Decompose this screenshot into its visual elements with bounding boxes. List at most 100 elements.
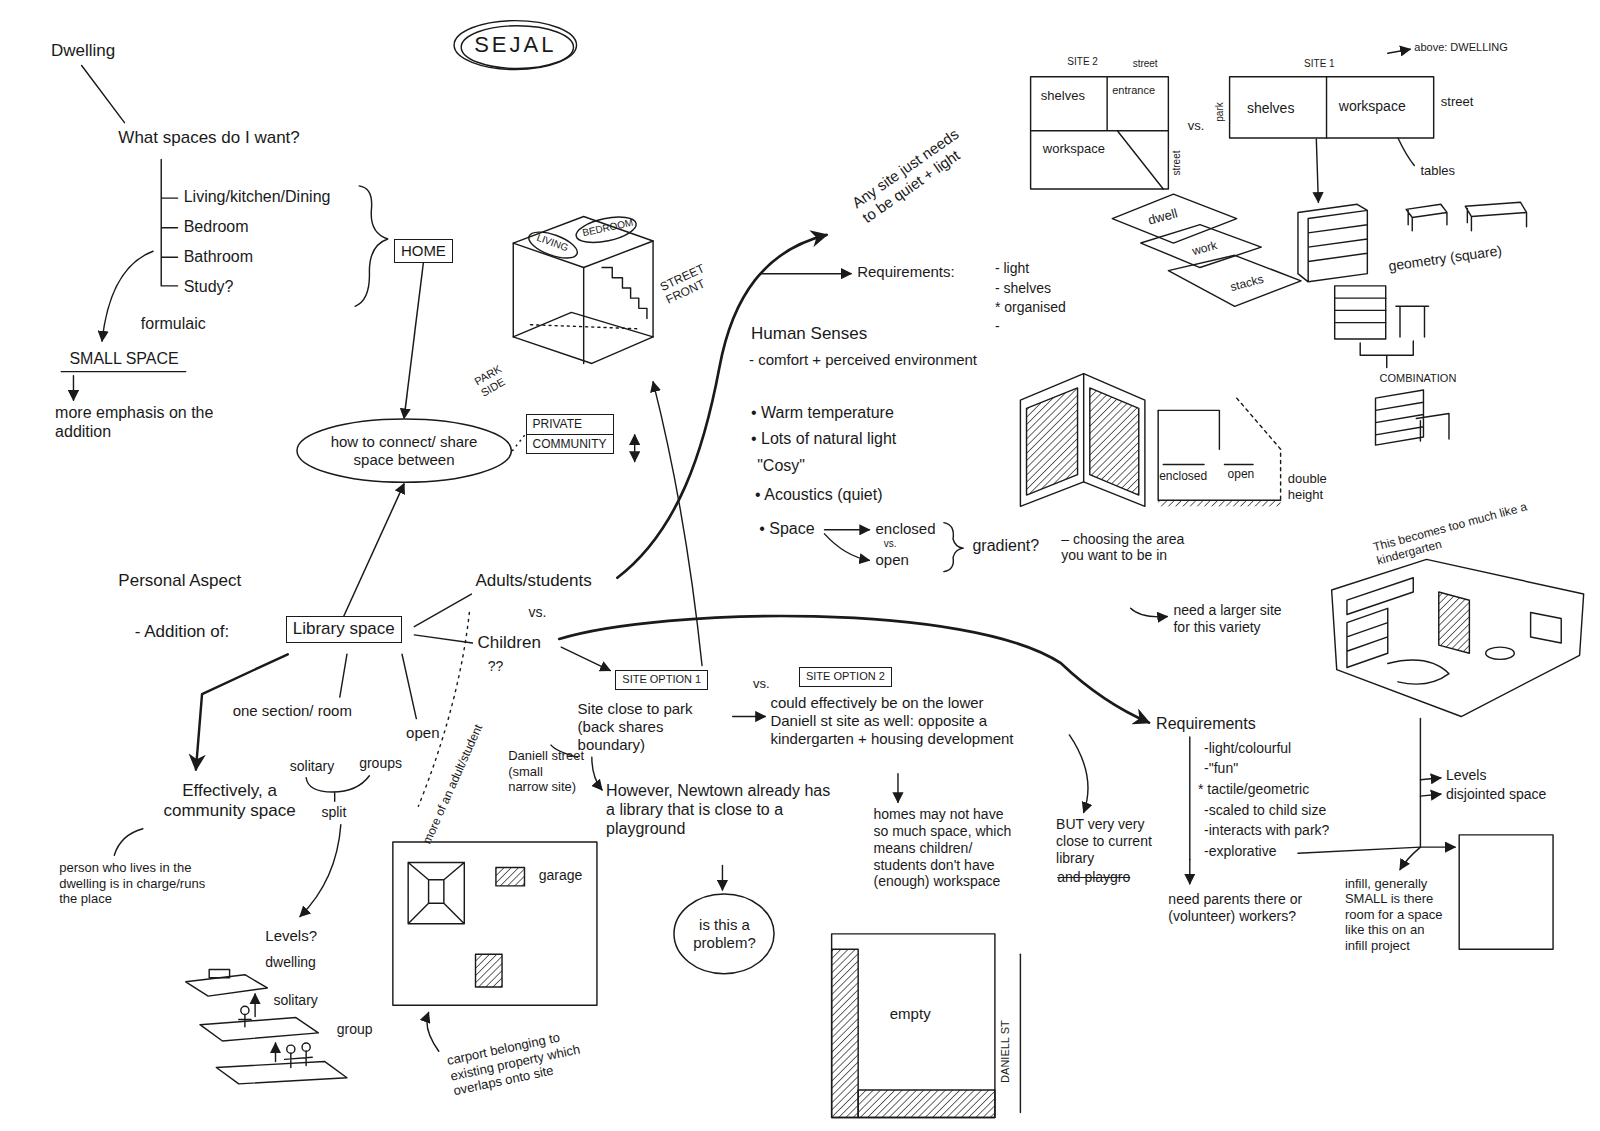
note-text: ?? — [488, 658, 504, 675]
window-sketch — [1027, 388, 1078, 495]
text-box: HOME — [394, 239, 453, 263]
note-text: Living/kitchen/Dining — [184, 187, 331, 206]
note-text: one section/ room — [233, 702, 352, 720]
note-text: gradient? — [972, 536, 1039, 555]
note-text: Bedroom — [184, 217, 249, 236]
note-text: open — [876, 551, 909, 569]
flow-arrows — [733, 716, 766, 717]
note-text: tables — [1420, 163, 1455, 179]
note-text: vs. — [1188, 118, 1205, 134]
note-text: • Space — [759, 519, 814, 538]
note-text: stacks — [1228, 271, 1265, 294]
note-text: Adults/students — [476, 571, 592, 591]
note-text: geometry (square) — [1387, 242, 1503, 275]
note-text: Daniell street (small narrow site) — [508, 748, 585, 795]
note-text: -"fun" — [1204, 760, 1238, 777]
note-text: groups — [359, 755, 402, 772]
furniture-sketch — [1298, 204, 1367, 282]
note-text: -explorative — [1204, 843, 1276, 860]
text-box: SITE OPTION 1 — [615, 670, 708, 689]
note-text: open — [1228, 467, 1255, 481]
note-text: workspace — [1339, 98, 1406, 115]
kindergarten-sketch — [1189, 737, 1190, 859]
note-text: COMBINATION — [1380, 372, 1457, 385]
note-text: Children — [478, 633, 541, 653]
note-text: enclosed — [1159, 469, 1207, 483]
levels-sketch — [254, 994, 255, 1016]
dwelling-isometric — [513, 212, 653, 363]
note-text: above: DWELLING — [1414, 41, 1508, 54]
site-plans — [1031, 77, 1169, 189]
empty-site-sketch — [858, 1090, 995, 1118]
window-sketch — [1020, 374, 1144, 507]
empty-site-sketch — [832, 934, 995, 1118]
library-branches — [306, 776, 369, 802]
kindergarten-sketch — [1388, 660, 1449, 684]
furniture-sketch — [1360, 341, 1413, 368]
dwelling-isometric — [513, 312, 653, 363]
note-text: solitary — [290, 758, 334, 775]
note-text: Any site just needs to be quiet + light — [849, 121, 978, 227]
note-text: STREET FRONT — [658, 256, 726, 308]
note-text: vs. — [753, 676, 770, 692]
note-text: - light — [995, 260, 1029, 277]
note-text: workspace — [1043, 141, 1105, 157]
window-sketch — [1083, 374, 1084, 482]
kindergarten-sketch — [1189, 859, 1190, 883]
note-text: dwelling — [265, 954, 316, 971]
library-branches — [340, 654, 347, 697]
note-text: need parents there or (volunteer) worker… — [1168, 891, 1321, 925]
furniture-sketch — [1465, 202, 1526, 231]
note-text: -light/colourful — [1204, 740, 1291, 757]
note-text: more emphasis on the addition — [55, 403, 218, 441]
furniture-sketch — [1376, 390, 1449, 445]
note-text: need a larger site for this variety — [1173, 602, 1295, 636]
library-branches — [402, 654, 416, 718]
note-text: Requirements: — [857, 263, 955, 281]
site-plan-sketch — [427, 1012, 439, 1051]
node-text: PRIVATE — [527, 415, 613, 433]
dwelling-tree — [61, 371, 185, 372]
note-text: street — [1171, 151, 1183, 176]
ellipse-outline — [674, 894, 774, 974]
title-ellipse — [454, 21, 576, 70]
levels-sketch — [200, 1018, 318, 1041]
flow-arrows — [897, 774, 898, 803]
note-text: This becomes too much like a kindergarte… — [1372, 491, 1567, 569]
note-text: Levels? — [265, 927, 317, 945]
senses-arrows — [824, 529, 869, 530]
furniture-sketch — [1112, 194, 1526, 445]
note-text: double height — [1288, 471, 1349, 502]
note-text: entrance — [1112, 84, 1155, 97]
note-text: PARK SIDE — [472, 357, 521, 400]
note-text: Requirements — [1156, 714, 1256, 733]
kindergarten-sketch — [1420, 794, 1440, 796]
furniture-sketch — [1335, 286, 1386, 339]
dwelling-isometric — [574, 212, 639, 247]
kindergarten-sketch — [1332, 559, 1584, 716]
site-plan-sketch — [393, 842, 597, 1005]
connector — [344, 484, 404, 617]
site-plan-sketch — [393, 842, 597, 1051]
note-text: dwell — [1146, 206, 1179, 229]
senses-arrows — [944, 523, 963, 572]
flow-arrows — [592, 757, 602, 790]
note-text: disjointed space — [1446, 786, 1546, 803]
dwelling-tree — [355, 186, 388, 306]
note-text: vs. — [884, 538, 897, 550]
note-text: garage — [539, 867, 583, 884]
note-text: infill, generally SMALL is there room fo… — [1345, 876, 1447, 954]
note-text: Personal Aspect — [118, 571, 241, 591]
sketch-ink — [61, 21, 1583, 1118]
note-text: Dwelling — [51, 41, 115, 61]
note-text: - comfort + perceived environment — [749, 351, 977, 369]
site-plans — [1398, 138, 1414, 166]
levels-sketch — [241, 1006, 249, 1014]
dwelling-isometric — [602, 268, 647, 319]
note-text: - — [995, 318, 1000, 335]
kindergarten-sketch — [1439, 592, 1470, 653]
site-plans — [1316, 139, 1318, 202]
senses-arrows — [1131, 608, 1168, 617]
